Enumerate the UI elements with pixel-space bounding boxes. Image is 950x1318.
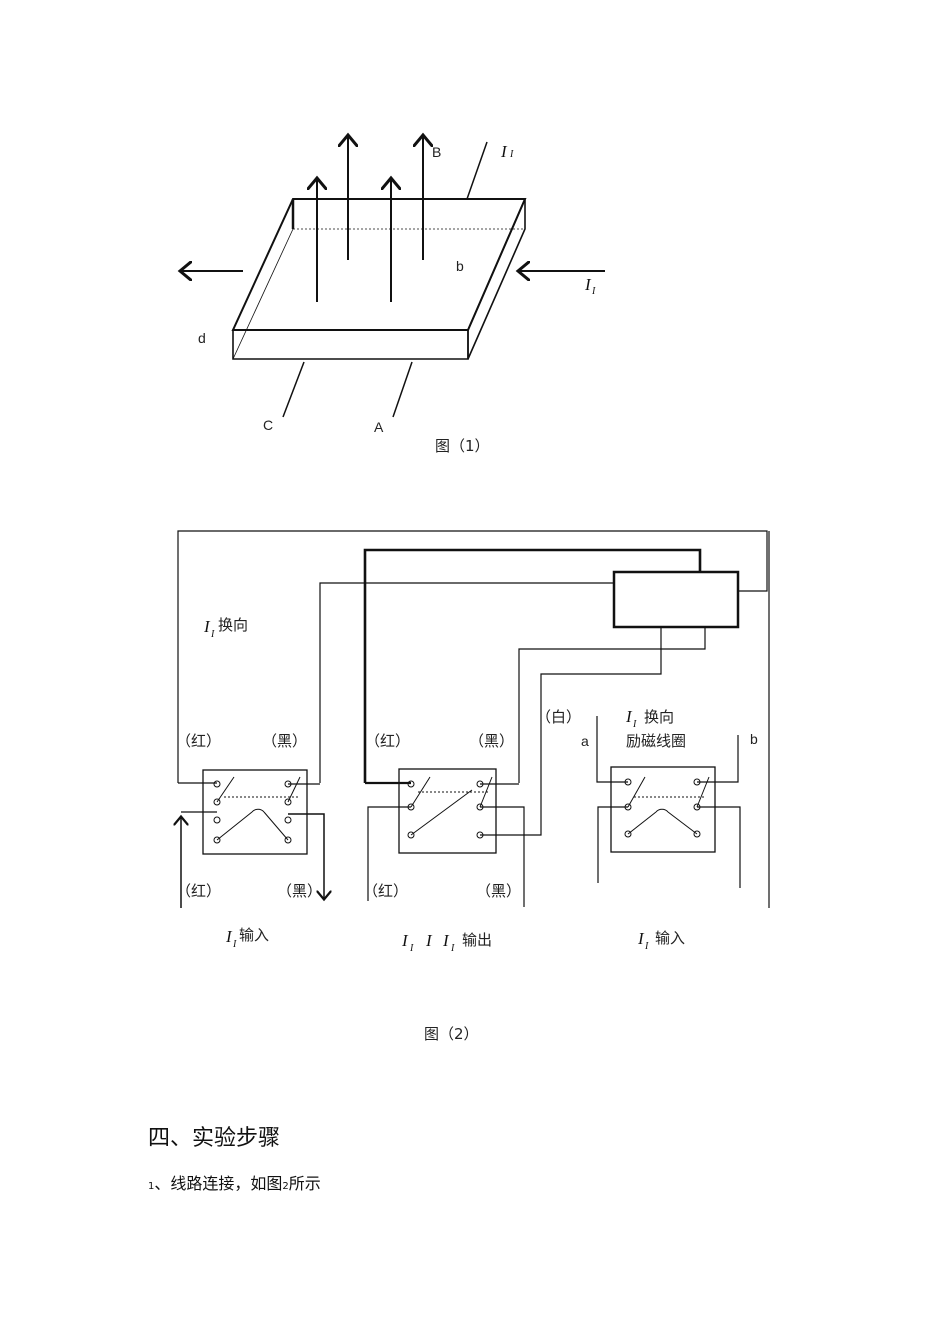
label-black-3: （黑） [277,882,322,900]
label-B: B [432,144,441,160]
label-I-output-c: I [442,931,450,950]
label-I-switch1-sub: I [210,629,215,640]
label-d: d [198,330,206,346]
label-I-output-b: I [425,931,433,950]
label-I-right-sub: I [591,286,596,297]
label-I-switch3: I [625,707,633,726]
label-I-top-sub: I [509,149,514,160]
label-black-1: （黑） [262,732,307,750]
label-red-1: （红） [176,732,221,750]
label-a: a [581,733,589,749]
step-text-a: 、线路连接，如图 [154,1174,283,1193]
label-I-switch1: I [203,617,211,636]
label-I-input1-sub: I [232,939,237,950]
label-red-3: （红） [176,882,221,900]
label-I-input3-sub: I [644,941,649,952]
label-switch1-title: 换向 [218,616,248,634]
label-white: （白） [536,708,581,726]
label-I-top: I [500,142,508,161]
label-I-right: I [584,275,592,294]
label-black-2: （黑） [469,732,514,750]
label-I-switch3-sub: I [632,719,637,730]
label-red-4: （红） [363,882,408,900]
label-b: b [456,258,464,274]
label-I-input3: I [637,929,645,948]
label-input-1: 输入 [239,926,269,944]
label-I-output-a: I [401,931,409,950]
figure-2-caption: 图（2） [424,1025,479,1043]
label-C: C [263,417,273,433]
label-input-3: 输入 [655,929,685,947]
label-excitation-coil: 励磁线圈 [626,732,686,750]
switch-3-contacts [624,776,710,838]
label-output: 输出 [462,931,492,949]
label-A: A [374,419,384,435]
switch-1-contacts [213,776,301,844]
step-number: 1 [148,1181,155,1192]
label-black-4: （黑） [476,882,521,900]
figure-2-circuit [178,530,770,908]
figure-1-hall-plate [182,137,605,418]
label-b-coil: b [750,731,758,747]
section-heading: 四、实验步骤 [148,1126,281,1151]
label-switch3-title: 换向 [644,708,674,726]
step-figure-ref: 2 [282,1181,289,1192]
switch-2-contacts [407,776,493,839]
figure-1-caption: 图（1） [435,437,490,455]
label-red-2: （红） [365,732,410,750]
label-I-output-c-sub: I [450,943,455,954]
step-text-b: 所示 [288,1174,321,1193]
label-I-input1: I [225,927,233,946]
label-I-output-a-sub: I [409,943,414,954]
step-1: 1、线路连接，如图2所示 [148,1170,321,1194]
